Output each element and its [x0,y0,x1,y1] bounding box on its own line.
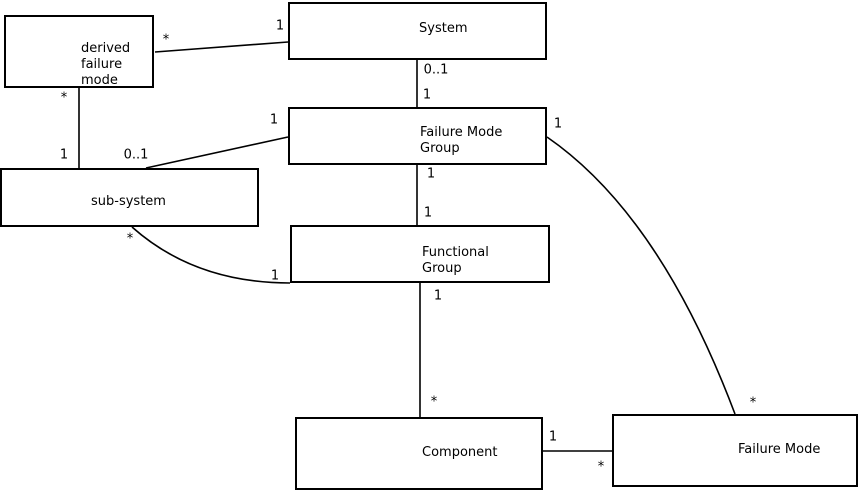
multiplicity-label-system--failure-mode-group-0: 0..1 [423,62,449,78]
multiplicity-label-component--failure-mode-1: * [597,459,605,475]
multiplicity-label-failure-mode-group--sub-system-1: 0..1 [123,147,149,163]
edge-failure-mode-group--sub-system [145,136,289,169]
node-label-component: Component [422,445,498,460]
multiplicity-label-functional-group--component-1: * [430,394,438,410]
multiplicity-label-system--derived-failure-mode-1: 1 [275,18,285,34]
node-label-sub-system: sub-system [91,194,166,209]
multiplicity-label-system--derived-failure-mode-0: * [162,32,170,48]
node-component: Component [295,417,543,490]
multiplicity-label-derived-failure-mode--sub-system-0: * [60,90,68,106]
node-derived-failure-mode: derived failure mode [4,15,154,88]
node-system: System [288,2,547,60]
node-label-derived-failure-mode: derived failure mode [81,41,131,88]
node-label-failure-mode: Failure Mode [738,442,821,457]
multiplicity-label-sub-system--functional-group-0: * [126,231,134,247]
multiplicity-label-failure-mode-group--failure-mode-0: 1 [553,116,563,132]
multiplicity-label-failure-mode-group--functional-group-1: 1 [423,205,433,221]
edge-failure-mode-group--failure-mode [546,136,736,415]
node-sub-system: sub-system [0,168,259,227]
multiplicity-label-system--failure-mode-group-1: 1 [422,87,432,103]
multiplicity-label-functional-group--component-0: 1 [433,288,443,304]
multiplicity-label-derived-failure-mode--sub-system-1: 1 [59,147,69,163]
edge-system--derived-failure-mode [154,41,289,53]
node-functional-group: Functional Group [290,225,550,283]
edge-sub-system--functional-group [131,226,291,284]
node-failure-mode: Failure Mode [612,414,858,487]
multiplicity-label-failure-mode-group--sub-system-0: 1 [269,112,279,128]
multiplicity-label-failure-mode-group--failure-mode-1: * [749,395,757,411]
multiplicity-label-failure-mode-group--functional-group-0: 1 [426,166,436,182]
multiplicity-label-component--failure-mode-0: 1 [548,429,558,445]
node-label-failure-mode-group: Failure Mode Group [420,125,503,156]
node-failure-mode-group: Failure Mode Group [288,107,547,165]
node-label-functional-group: Functional Group [422,245,489,276]
node-label-system: System [419,21,468,36]
multiplicity-label-sub-system--functional-group-1: 1 [270,268,280,284]
